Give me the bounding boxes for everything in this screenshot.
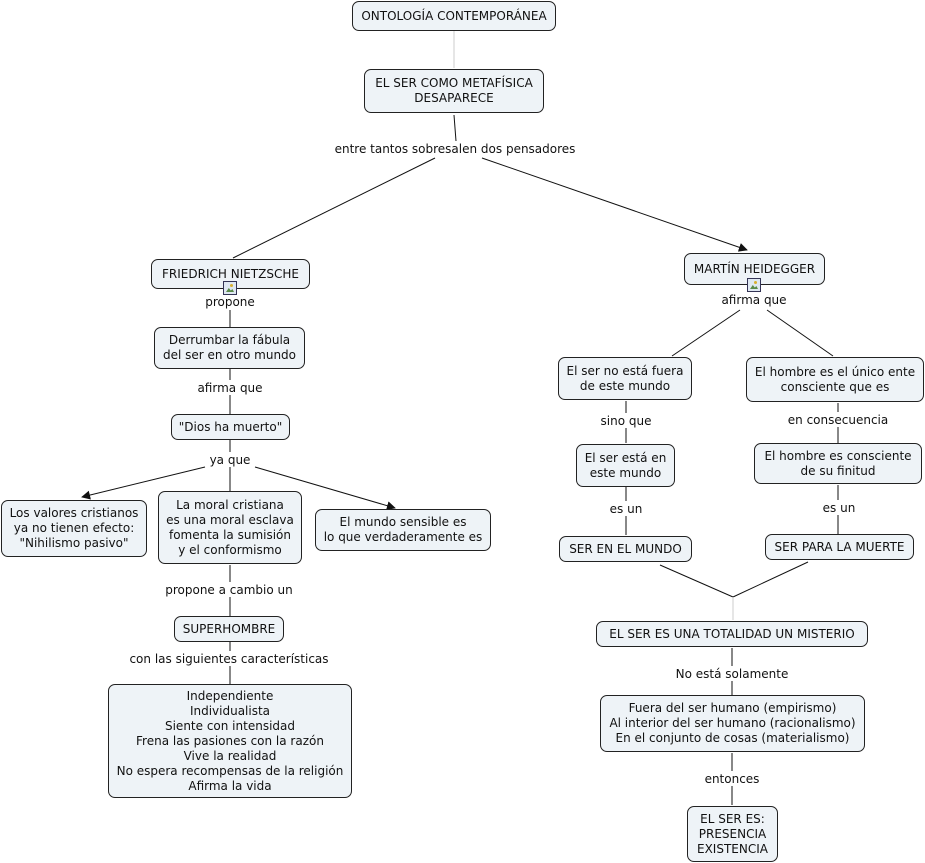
link-label-propone-cambio: propone a cambio un — [163, 583, 295, 597]
link-label-afirma-que: afirma que — [719, 293, 789, 307]
link-label-es-un: es un — [820, 501, 858, 515]
node-ser-en-el-mundo[interactable]: SER EN EL MUNDO — [559, 536, 692, 562]
link-label-propone: propone — [203, 295, 257, 309]
link-label-en-consecuencia: en consecuencia — [785, 413, 891, 427]
node-ser-como-metafisica[interactable]: EL SER COMO METAFÍSICA DESAPARECE — [364, 69, 544, 113]
node-mundo-sensible[interactable]: El mundo sensible es lo que verdaderamen… — [315, 509, 491, 551]
node-superhombre[interactable]: SUPERHOMBRE — [174, 616, 284, 642]
node-fuera-interior-conjunto[interactable]: Fuera del ser humano (empirismo) Al inte… — [600, 695, 865, 752]
node-moral-cristiana[interactable]: La moral cristiana es una moral esclava … — [158, 491, 302, 564]
node-totalidad-misterio[interactable]: EL SER ES UNA TOTALIDAD UN MISTERIO — [596, 621, 868, 647]
node-valores-cristianos[interactable]: Los valores cristianos ya no tienen efec… — [1, 500, 147, 557]
node-ser-no-fuera[interactable]: El ser no está fuera de este mundo — [558, 357, 692, 400]
node-hombre-finitud[interactable]: El hombre es consciente de su finitud — [754, 443, 922, 484]
node-hombre-unico-ente[interactable]: El hombre es el único ente consciente qu… — [746, 357, 924, 402]
link-label-ya-que: ya que — [207, 453, 253, 467]
link-label-afirma-que: afirma que — [195, 381, 265, 395]
link-label-con-caracteristicas: con las siguientes características — [127, 652, 331, 666]
link-label-sino-que: sino que — [598, 414, 654, 428]
link-label-no-esta-solamente: No está solamente — [673, 667, 791, 681]
node-presencia-existencia[interactable]: EL SER ES: PRESENCIA EXISTENCIA — [687, 806, 778, 862]
node-ser-para-la-muerte[interactable]: SER PARA LA MUERTE — [765, 534, 914, 560]
link-label-es-un: es un — [607, 502, 645, 516]
node-dios-ha-muerto[interactable]: "Dios ha muerto" — [171, 414, 290, 440]
node-ser-esta-mundo[interactable]: El ser está en este mundo — [576, 444, 675, 487]
node-ontologia-contemporanea[interactable]: ONTOLOGÍA CONTEMPORÁNEA — [352, 1, 556, 31]
node-friedrich-nietzsche[interactable]: FRIEDRICH NIETZSCHE — [151, 259, 310, 289]
node-derrumbar-fabula[interactable]: Derrumbar la fábula del ser en otro mund… — [154, 327, 305, 369]
node-caracteristicas[interactable]: Independiente Individualista Siente con … — [108, 684, 352, 798]
image-icon[interactable] — [223, 281, 237, 295]
image-icon[interactable] — [747, 278, 761, 292]
link-label-entre-tantos: entre tantos sobresalen dos pensadores — [332, 142, 578, 156]
link-label-entonces: entonces — [702, 772, 762, 786]
node-martin-heidegger[interactable]: MARTÍN HEIDEGGER — [684, 253, 825, 285]
